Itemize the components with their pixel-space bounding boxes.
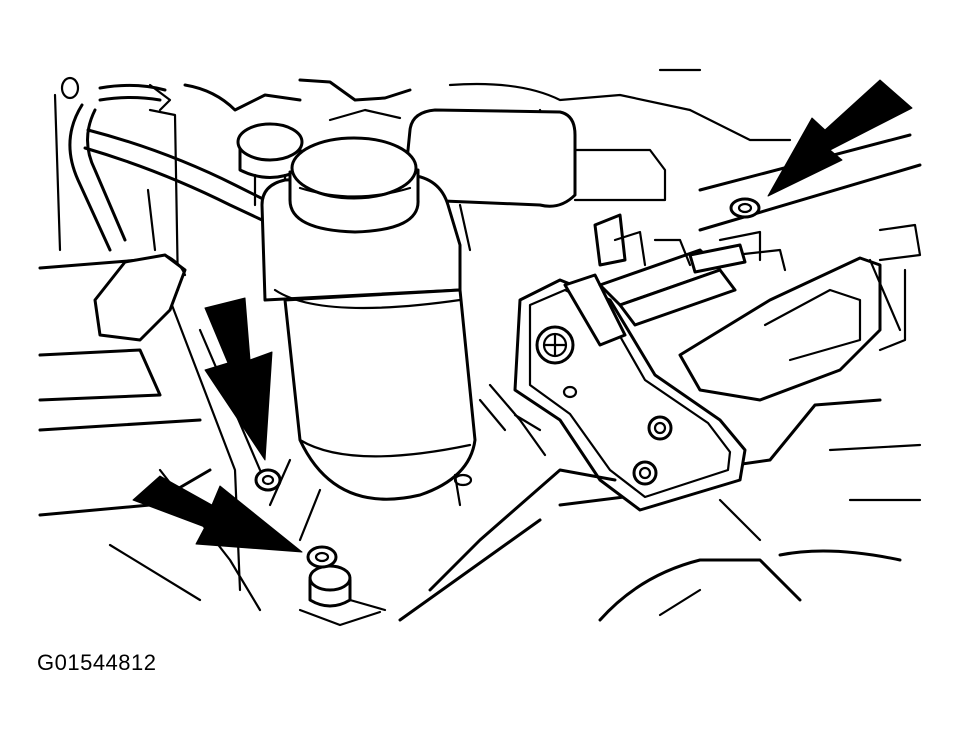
sensor-connector [93, 253, 187, 342]
battery-box [403, 108, 667, 252]
wiring-connector-cluster [563, 213, 787, 347]
arrow-bottom-left [132, 475, 303, 553]
fluid-reservoir [260, 136, 477, 542]
pointer-arrows [132, 79, 913, 553]
arrow-upper-right [767, 79, 913, 197]
coolant-hose [60, 76, 267, 292]
arrow-down-left [204, 297, 273, 461]
figure-id-label: G01544812 [37, 650, 157, 675]
air-box-housing [398, 256, 882, 622]
upper-right-bolt [729, 197, 761, 219]
reservoir-mount-bolts [254, 468, 387, 627]
